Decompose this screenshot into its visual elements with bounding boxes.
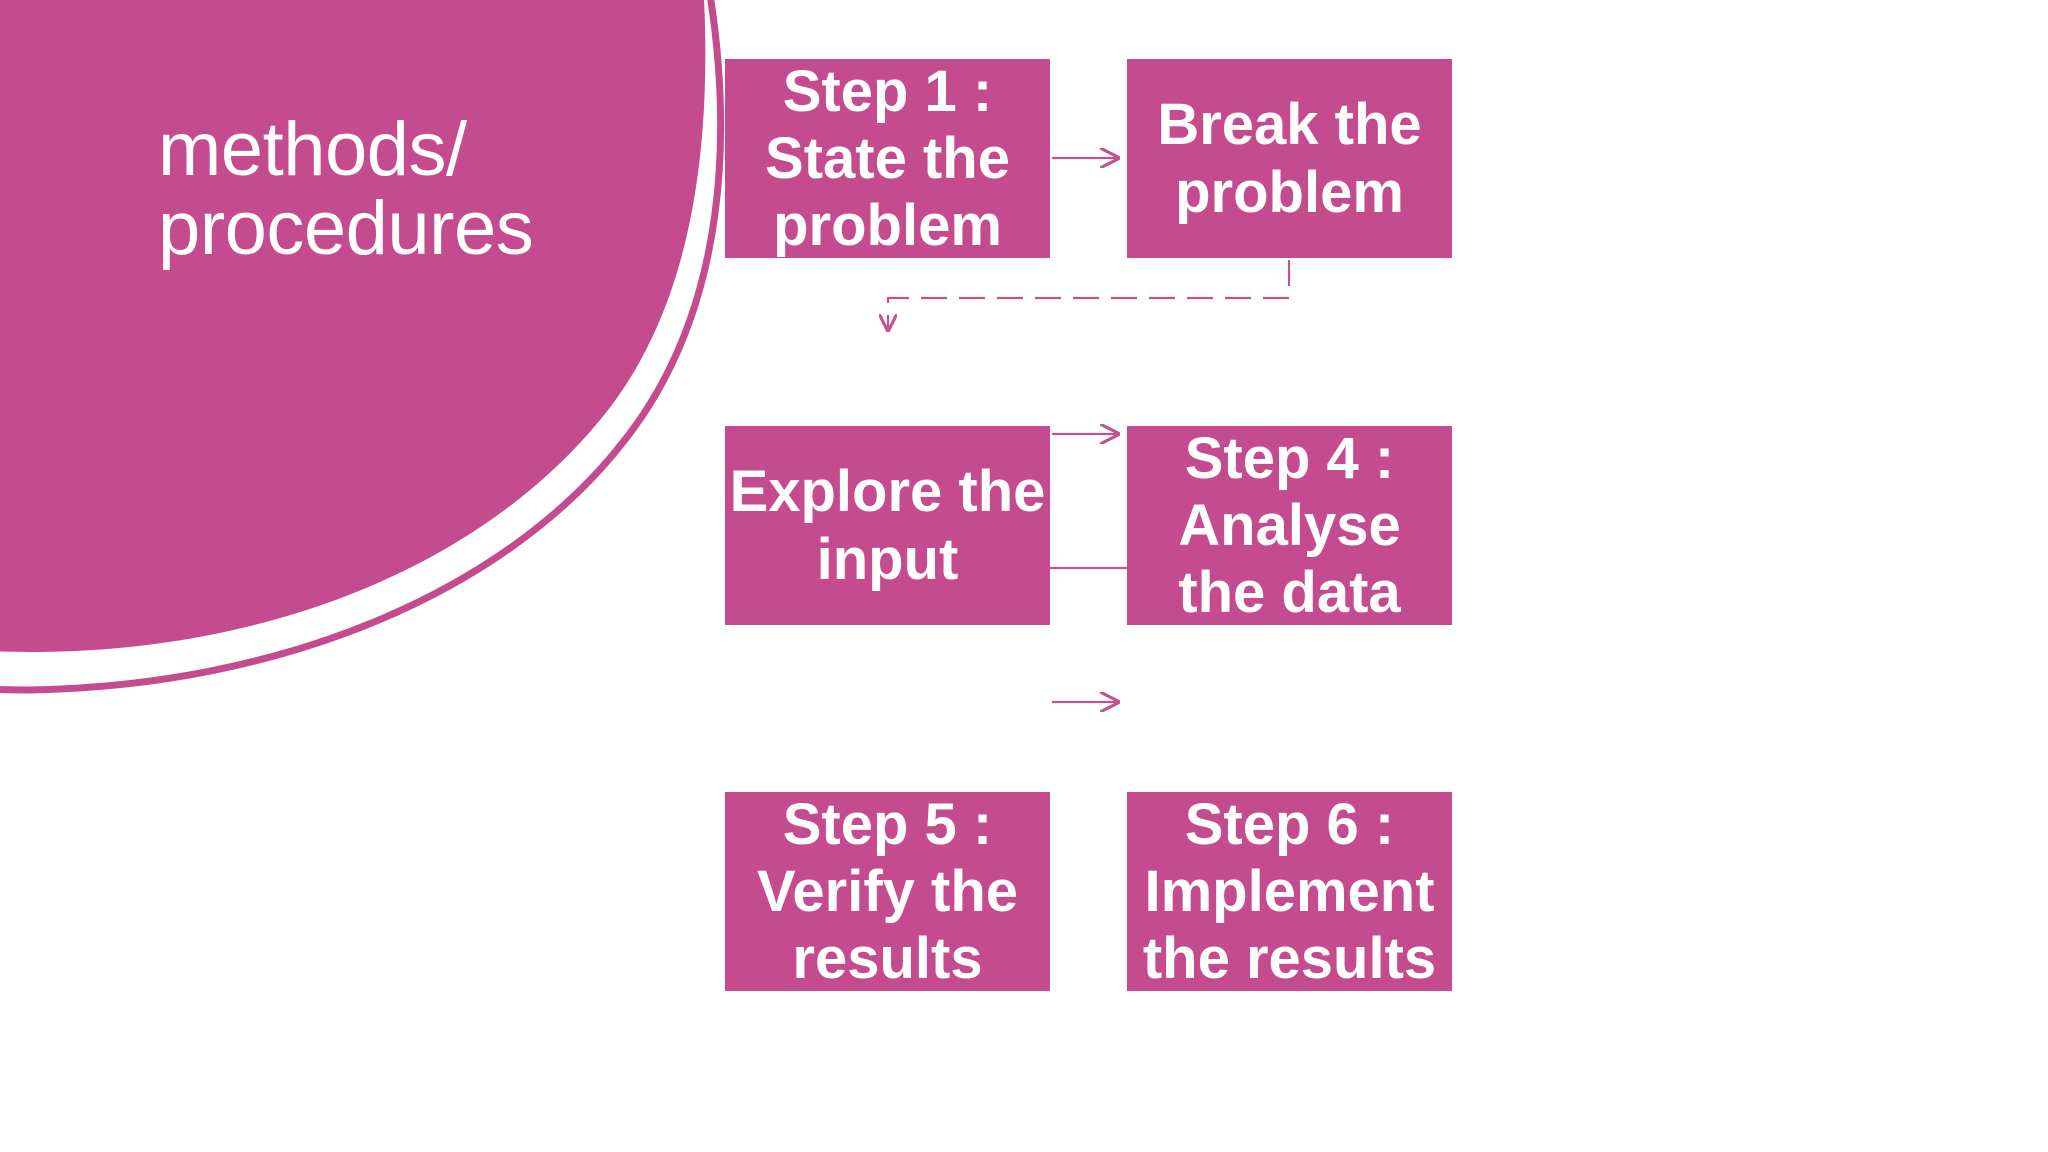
page-title: methods/ procedures bbox=[158, 107, 534, 272]
flow-node-label: Explore the input bbox=[729, 459, 1046, 592]
flow-node-label: Step 4 : Analyse the data bbox=[1178, 425, 1401, 626]
flow-node-step6[interactable]: Step 6 : Implement the results bbox=[1127, 792, 1452, 991]
flow-node-step2[interactable]: Break the problem bbox=[1127, 59, 1452, 258]
flow-node-label: Step 5 : Verify the results bbox=[756, 791, 1019, 992]
flow-node-step3[interactable]: Explore the input bbox=[725, 426, 1050, 625]
flow-node-step1[interactable]: Step 1 : State the problem bbox=[725, 59, 1050, 258]
connector-step2-step3 bbox=[888, 260, 1291, 330]
flow-node-step4[interactable]: Step 4 : Analyse the data bbox=[1127, 426, 1452, 625]
flow-node-label: Break the problem bbox=[1157, 92, 1422, 225]
flow-node-step5[interactable]: Step 5 : Verify the results bbox=[725, 792, 1050, 991]
flow-node-label: Step 6 : Implement the results bbox=[1142, 791, 1437, 992]
flow-node-label: Step 1 : State the problem bbox=[765, 58, 1010, 259]
